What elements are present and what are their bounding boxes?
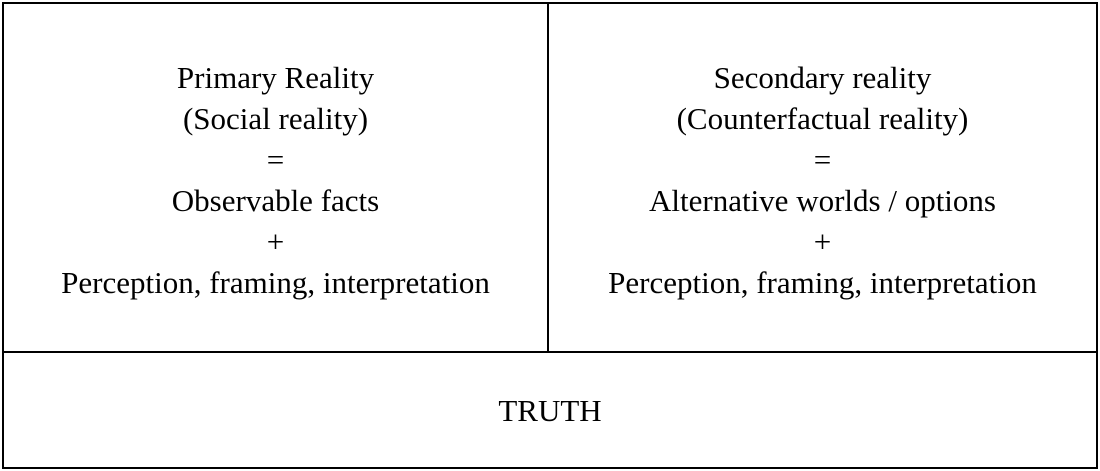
primary-component-perception: Perception, framing, interpretation (61, 264, 490, 300)
truth-cell: TRUTH (4, 353, 1096, 467)
primary-equals-sign: = (266, 141, 285, 177)
truth-label: TRUTH (498, 393, 602, 428)
secondary-component-alternatives: Alternative worlds / options (649, 182, 996, 218)
secondary-equals-sign: = (813, 141, 832, 177)
secondary-component-perception: Perception, framing, interpretation (608, 264, 1037, 300)
primary-reality-title: Primary Reality (176, 59, 375, 95)
secondary-reality-title: Secondary reality (713, 59, 932, 95)
secondary-reality-subtitle: (Counterfactual reality) (676, 100, 969, 136)
reality-row: Primary Reality (Social reality) = Obser… (4, 4, 1096, 353)
primary-reality-subtitle: (Social reality) (182, 100, 369, 136)
primary-reality-cell: Primary Reality (Social reality) = Obser… (4, 4, 549, 351)
secondary-plus-sign: + (813, 223, 832, 259)
primary-component-facts: Observable facts (171, 182, 380, 218)
secondary-reality-cell: Secondary reality (Counterfactual realit… (549, 4, 1096, 351)
primary-plus-sign: + (266, 223, 285, 259)
